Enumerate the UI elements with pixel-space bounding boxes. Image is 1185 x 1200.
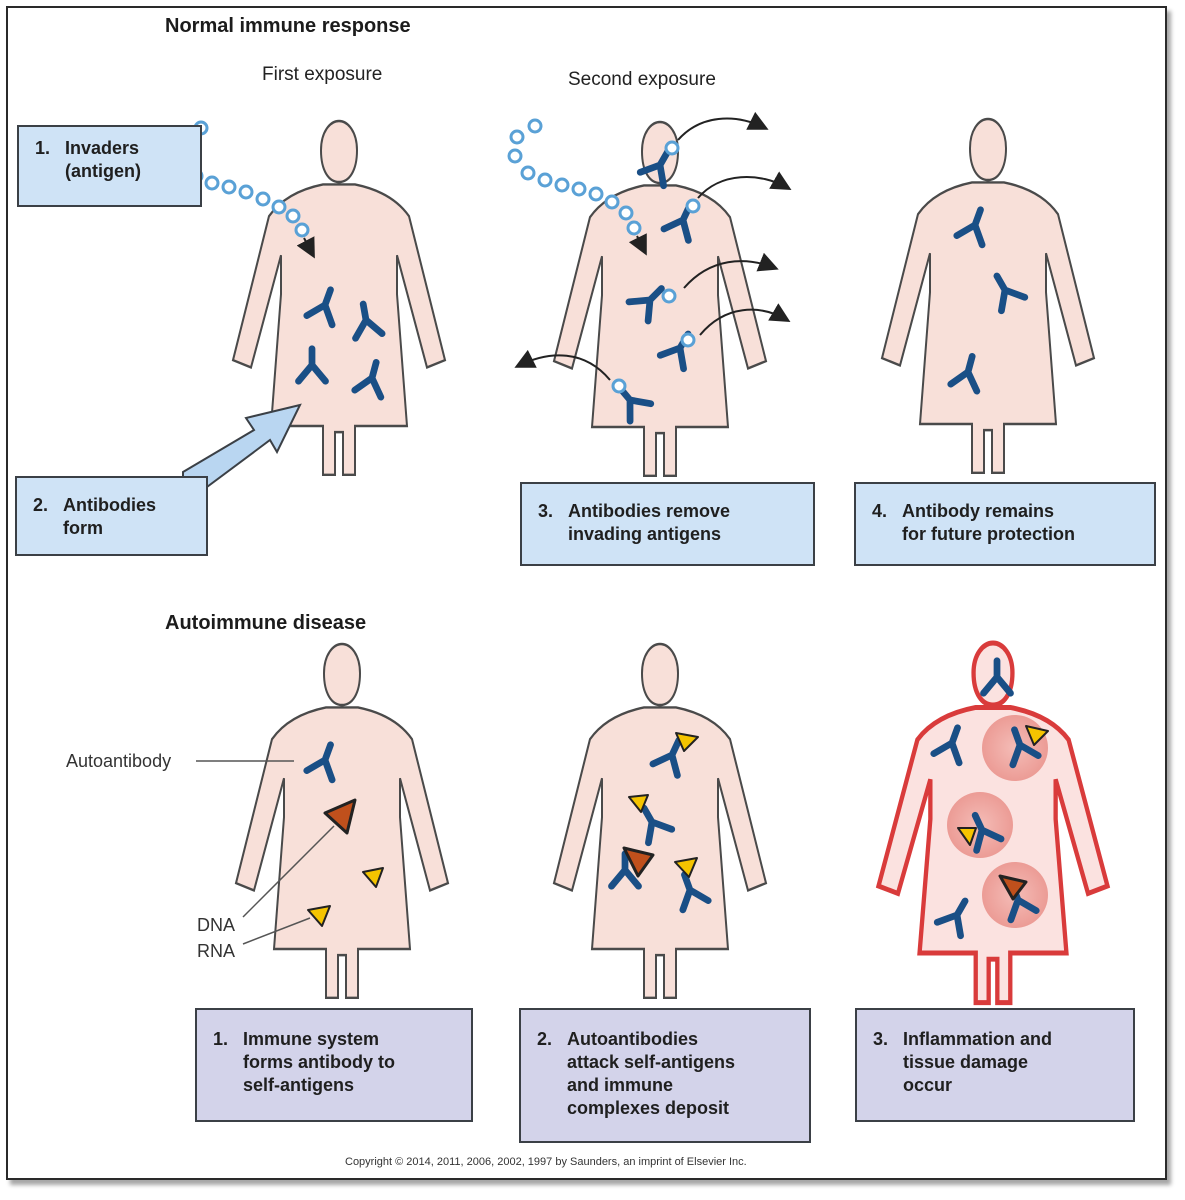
step-invaders-box: 1. Invaders (antigen) [17,125,202,207]
figure-second-exposure [507,111,792,478]
step-line: occur [903,1075,953,1095]
step-number: 1. [213,1029,229,1049]
step-line: Autoantibodies [567,1029,698,1049]
step-attack-self-antigens-box: 2. Autoantibodies attack self-antigens and… [519,1008,811,1143]
step-number: 2. [537,1029,553,1049]
step-line: attack self-antigens [567,1052,736,1072]
step-number: 3. [538,501,554,521]
dna-label: DNA [197,915,236,935]
step-number: 4. [872,501,888,521]
second-exposure-label: Second exposure [568,69,716,90]
dna-pointer [242,825,335,918]
step-line: Antibodies remove [568,501,731,521]
step-line: Antibody remains [902,501,1055,521]
step-line: invading antigens [568,524,722,544]
step-line: self-antigens [243,1075,355,1095]
step-number: 2. [33,495,49,515]
figure-autoimmune-3 [879,643,1108,1003]
figure-first-exposure [176,119,447,477]
step-number: 3. [873,1029,889,1049]
step-antibodies-form-box: 2. Antibodies form [15,476,208,556]
autoantibody-label: Autoantibody [66,751,172,771]
step-line: Antibodies [63,495,156,515]
antigen-chain-icon [507,118,642,236]
step-line: tissue damage [903,1052,1029,1072]
step-line: Invaders [65,138,140,158]
copyright-text: Copyright © 2014, 2011, 2006, 2002, 1997… [345,1156,747,1168]
normal-response-title: Normal immune response [165,15,411,37]
figure-autoimmune-2 [552,642,768,1000]
step-line: complexes deposit [567,1098,730,1118]
exit-arrow-icon [514,111,792,381]
step-line: form [63,518,103,538]
autoimmune-title: Autoimmune disease [165,612,367,634]
first-exposure-label: First exposure [262,64,383,85]
step-self-antibody-box: 1. Immune system forms antibody to self-an… [195,1008,473,1122]
rna-pointer [242,917,311,945]
step-line: and immune [567,1075,674,1095]
step-line: (antigen) [65,161,141,181]
figure-autoimmune-1 [196,642,450,1000]
step-line: Immune system [243,1029,380,1049]
step-remove-antigens-box: 3. Antibodies remove invading antigens [520,482,815,566]
dna-antigen-icon [323,798,357,835]
arrow-icon [296,236,315,259]
step-line: forms antibody to [243,1052,395,1072]
figure-memory [880,117,1096,475]
step-number: 1. [35,138,51,158]
rna-label: RNA [197,941,236,961]
step-inflammation-box: 3. Inflammation and tissue damage occur [855,1008,1135,1122]
step-line: for future protection [902,524,1075,544]
rna-antigen-icon [307,867,384,927]
step-future-protection-box: 4. Antibody remains for future protection [854,482,1156,566]
step-line: Inflammation and [903,1029,1053,1049]
